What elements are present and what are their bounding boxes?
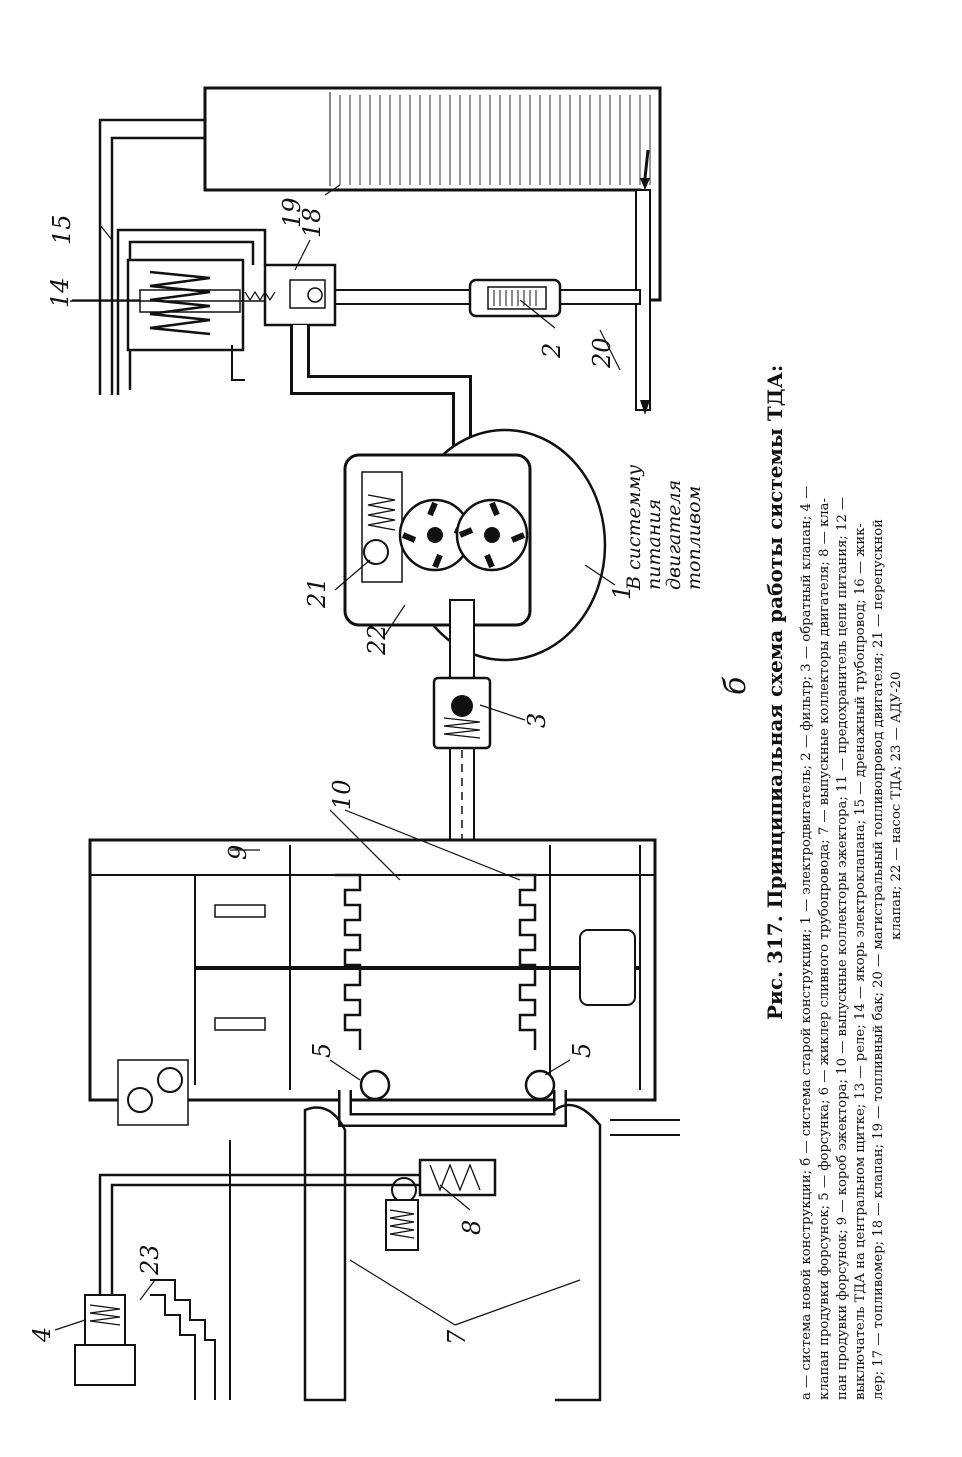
label-18: 18 — [298, 207, 326, 238]
label-15: 15 — [48, 214, 76, 245]
label-7: 7 — [443, 1329, 471, 1345]
pump-22 — [343, 453, 532, 627]
caption-line-2: клапан продувки форсунок; 5 — форсунка; … — [817, 498, 832, 1400]
exhaust-collectors-7 — [229, 1103, 680, 1402]
injector-manifold — [338, 1069, 567, 1127]
label-19: 19 — [278, 197, 306, 228]
svg-text:В системму: В системму — [623, 465, 645, 591]
label-21: 21 — [303, 577, 331, 609]
label-8: 8 — [458, 1220, 486, 1235]
caption-line-6: клапан; 22 — насос ТДА; 23 — АДУ-20 — [889, 672, 904, 940]
part-labels: 14 15 18 19 2 20 1 21 22 3 10 9 5 5 8 7 … — [28, 197, 636, 1345]
solenoid-14 — [70, 258, 280, 381]
pump-gear-right — [455, 498, 529, 572]
label-5b: 5 — [568, 1043, 596, 1058]
purge-valve-8 — [98, 1158, 497, 1300]
label-22: 22 — [363, 624, 391, 656]
label-14: 14 — [46, 277, 74, 308]
label-10: 10 — [328, 779, 356, 810]
ejector-collectors-10 — [335, 873, 537, 1050]
caption-line-1: а — система новой конструкции; б — систе… — [799, 486, 814, 1400]
label-2: 2 — [538, 343, 566, 359]
label-23: 23 — [136, 1244, 164, 1276]
purge-valve-4 — [74, 1294, 136, 1386]
check-valve-3 — [432, 676, 492, 750]
leader-lines — [54, 184, 621, 1331]
svg-text:топливом: топливом — [683, 486, 705, 590]
caption-line-3: пан продувки форсунок; 9 — короб эжектор… — [835, 497, 850, 1400]
caption: Рис. 317. Принципиальная схема работы си… — [763, 365, 904, 1400]
adu-20-23 — [150, 1279, 216, 1400]
subfigure-label: б — [718, 676, 753, 695]
svg-text:двигателя: двигателя — [663, 480, 685, 590]
svg-text:питания: питания — [643, 499, 665, 590]
ejector-box-9 — [88, 838, 657, 1126]
label-9: 9 — [224, 845, 252, 860]
valve-18 — [244, 263, 337, 327]
label-3: 3 — [523, 713, 551, 728]
caption-line-5: лер; 17 — топливомер; 18 — клапан; 19 — … — [871, 519, 886, 1400]
drain-pipe-15 — [98, 118, 267, 395]
label-20: 20 — [588, 337, 616, 369]
label-5a: 5 — [308, 1043, 336, 1058]
label-1: 1 — [608, 585, 636, 600]
filter-2 — [468, 278, 562, 318]
caption-title: Рис. 317. Принципиальная схема работы си… — [763, 365, 787, 1020]
caption-line-4: выключатель ТДА на центральном щитке; 13… — [853, 523, 868, 1400]
fuel-system-annotation: В системму питания двигателя топливом — [623, 465, 705, 591]
label-4: 4 — [28, 1327, 56, 1343]
